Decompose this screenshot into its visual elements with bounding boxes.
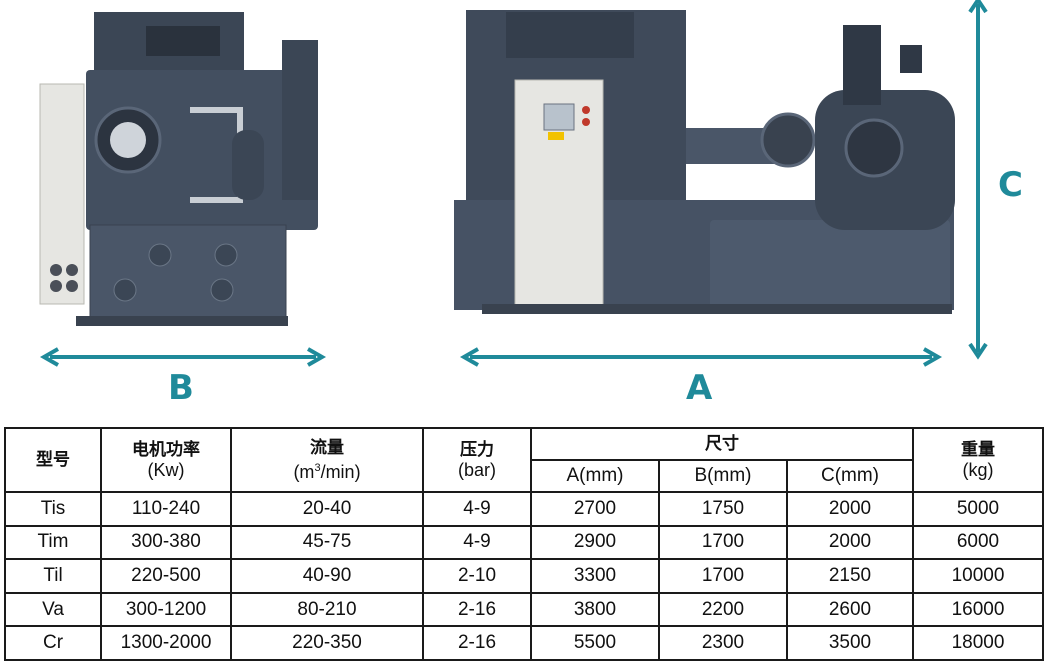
- cell-size-c: 2000: [786, 524, 914, 561]
- cell-size-b: 2200: [658, 591, 788, 628]
- header-flow-unit: (m3/min): [293, 462, 361, 482]
- compressor-side-view: [39, 12, 318, 326]
- table-row: Tis 110-240 20-40 4-9 2700 1750 2000 500…: [4, 491, 1044, 527]
- header-weight: 重量 (kg): [912, 427, 1044, 493]
- compressor-illustration: [39, 0, 988, 367]
- header-size-a: A(mm): [530, 459, 660, 493]
- cell-power: 300-1200: [100, 591, 232, 628]
- cell-size-a: 2700: [530, 491, 660, 527]
- cell-weight: 18000: [912, 625, 1044, 661]
- cell-size-b: 1750: [658, 491, 788, 527]
- cell-weight: 10000: [912, 558, 1044, 594]
- cell-flow: 45-75: [230, 524, 424, 561]
- cell-weight: 5000: [912, 491, 1044, 527]
- cell-pressure: 2-16: [422, 591, 532, 628]
- dimension-arrow-c: [968, 0, 988, 360]
- cell-model: Tim: [4, 524, 102, 561]
- header-size-b: B(mm): [658, 459, 788, 493]
- table-row: Va 300-1200 80-210 2-16 3800 2200 2600 1…: [4, 591, 1044, 628]
- dimension-label-a: A: [686, 368, 713, 408]
- header-pressure: 压力 (bar): [422, 427, 532, 493]
- header-size: 尺寸: [530, 427, 914, 461]
- cell-size-a: 2900: [530, 524, 660, 561]
- table-row: Cr 1300-2000 220-350 2-16 5500 2300 3500…: [4, 625, 1044, 661]
- cell-size-c: 2150: [786, 558, 914, 594]
- table-row: Til 220-500 40-90 2-10 3300 1700 2150 10…: [4, 558, 1044, 594]
- header-power-unit: (Kw): [147, 460, 185, 480]
- cell-pressure: 4-9: [422, 491, 532, 527]
- dimension-arrow-b: [39, 347, 327, 367]
- cell-size-c: 2000: [786, 491, 914, 527]
- header-flow: 流量 (m3/min): [230, 427, 424, 493]
- cell-pressure: 2-10: [422, 558, 532, 594]
- cell-size-c: 3500: [786, 625, 914, 661]
- cell-size-a: 3300: [530, 558, 660, 594]
- dimension-label-c: C: [998, 165, 1023, 205]
- cell-power: 300-380: [100, 524, 232, 561]
- dimension-arrows: [39, 0, 988, 367]
- cell-pressure: 2-16: [422, 625, 532, 661]
- cell-flow: 20-40: [230, 491, 424, 527]
- dimension-label-b: B: [168, 368, 194, 408]
- cell-flow: 220-350: [230, 625, 424, 661]
- cell-pressure: 4-9: [422, 524, 532, 561]
- cell-size-b: 1700: [658, 524, 788, 561]
- cell-size-b: 2300: [658, 625, 788, 661]
- table-row: Tim 300-380 45-75 4-9 2900 1700 2000 600…: [4, 524, 1044, 561]
- product-figure: B A C: [39, 0, 1023, 408]
- header-power: 电机功率 (Kw): [100, 427, 232, 493]
- cell-model: Cr: [4, 625, 102, 661]
- cell-power: 1300-2000: [100, 625, 232, 661]
- cell-size-b: 1700: [658, 558, 788, 594]
- cell-model: Tis: [4, 491, 102, 527]
- cell-model: Til: [4, 558, 102, 594]
- header-size-c: C(mm): [786, 459, 914, 493]
- cell-power: 220-500: [100, 558, 232, 594]
- dimension-arrow-a: [459, 347, 943, 367]
- cell-size-a: 5500: [530, 625, 660, 661]
- cell-power: 110-240: [100, 491, 232, 527]
- cell-weight: 6000: [912, 524, 1044, 561]
- header-pressure-unit: (bar): [457, 460, 496, 480]
- cell-size-c: 2600: [786, 591, 914, 628]
- cell-weight: 16000: [912, 591, 1044, 628]
- header-model: 型号: [4, 427, 102, 493]
- header-weight-unit: (kg): [962, 460, 994, 480]
- spec-table: 型号 电机功率 (Kw) 流量 (m3/min) 压力 (bar) 尺寸 重量 …: [4, 427, 1044, 661]
- cell-model: Va: [4, 591, 102, 628]
- cell-flow: 80-210: [230, 591, 424, 628]
- compressor-front-view: [454, 10, 955, 314]
- cell-size-a: 3800: [530, 591, 660, 628]
- cell-flow: 40-90: [230, 558, 424, 594]
